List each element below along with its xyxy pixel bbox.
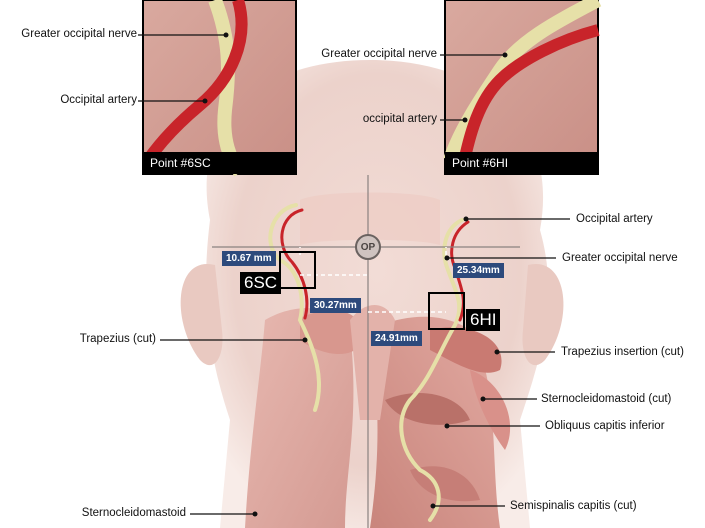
inset-left-artery-label: Occipital artery bbox=[60, 94, 137, 106]
inset-right-caption: Point #6HI bbox=[452, 156, 509, 170]
op-landmark: OP bbox=[355, 234, 381, 260]
point-6sc-box bbox=[279, 251, 316, 289]
obliquus-capitis-inferior-label: Obliquus capitis inferior bbox=[545, 420, 665, 432]
leader-lines bbox=[138, 34, 570, 515]
inset-right-artery-label: occipital artery bbox=[362, 113, 437, 125]
semispinalis-capitis-cut-label: Semispinalis capitis (cut) bbox=[510, 500, 637, 512]
inset-right-nerve-label: Greater occipital nerve bbox=[321, 48, 437, 60]
sternocleidomastoid-cut-label: Sternocleidomastoid (cut) bbox=[541, 393, 672, 405]
inset-left bbox=[142, 0, 297, 177]
measurement-6sc-vertical: 30.27mm bbox=[310, 298, 361, 313]
point-6hi-tag: 6HI bbox=[466, 309, 501, 331]
measurement-6hi-vertical: 24.91mm bbox=[371, 331, 422, 346]
sternocleidomastoid-label: Sternocleidomastoid bbox=[81, 507, 186, 519]
trapezius-insertion-cut-label: Trapezius insertion (cut) bbox=[561, 346, 684, 358]
measurement-6hi-horizontal: 25.34mm bbox=[453, 263, 504, 278]
leader-dots bbox=[202, 32, 508, 517]
trapezius-cut-label: Trapezius (cut) bbox=[79, 333, 156, 345]
point-6hi-box bbox=[428, 292, 465, 330]
inset-left-caption: Point #6SC bbox=[150, 156, 211, 170]
inset-right bbox=[443, 0, 602, 175]
inset-left-nerve-label: Greater occipital nerve bbox=[21, 28, 137, 40]
measurement-6sc-horizontal: 10.67 mm bbox=[222, 251, 276, 266]
point-6sc-tag: 6SC bbox=[240, 272, 282, 294]
greater-occipital-nerve-label: Greater occipital nerve bbox=[562, 252, 678, 264]
occipital-artery-label: Occipital artery bbox=[576, 213, 653, 225]
